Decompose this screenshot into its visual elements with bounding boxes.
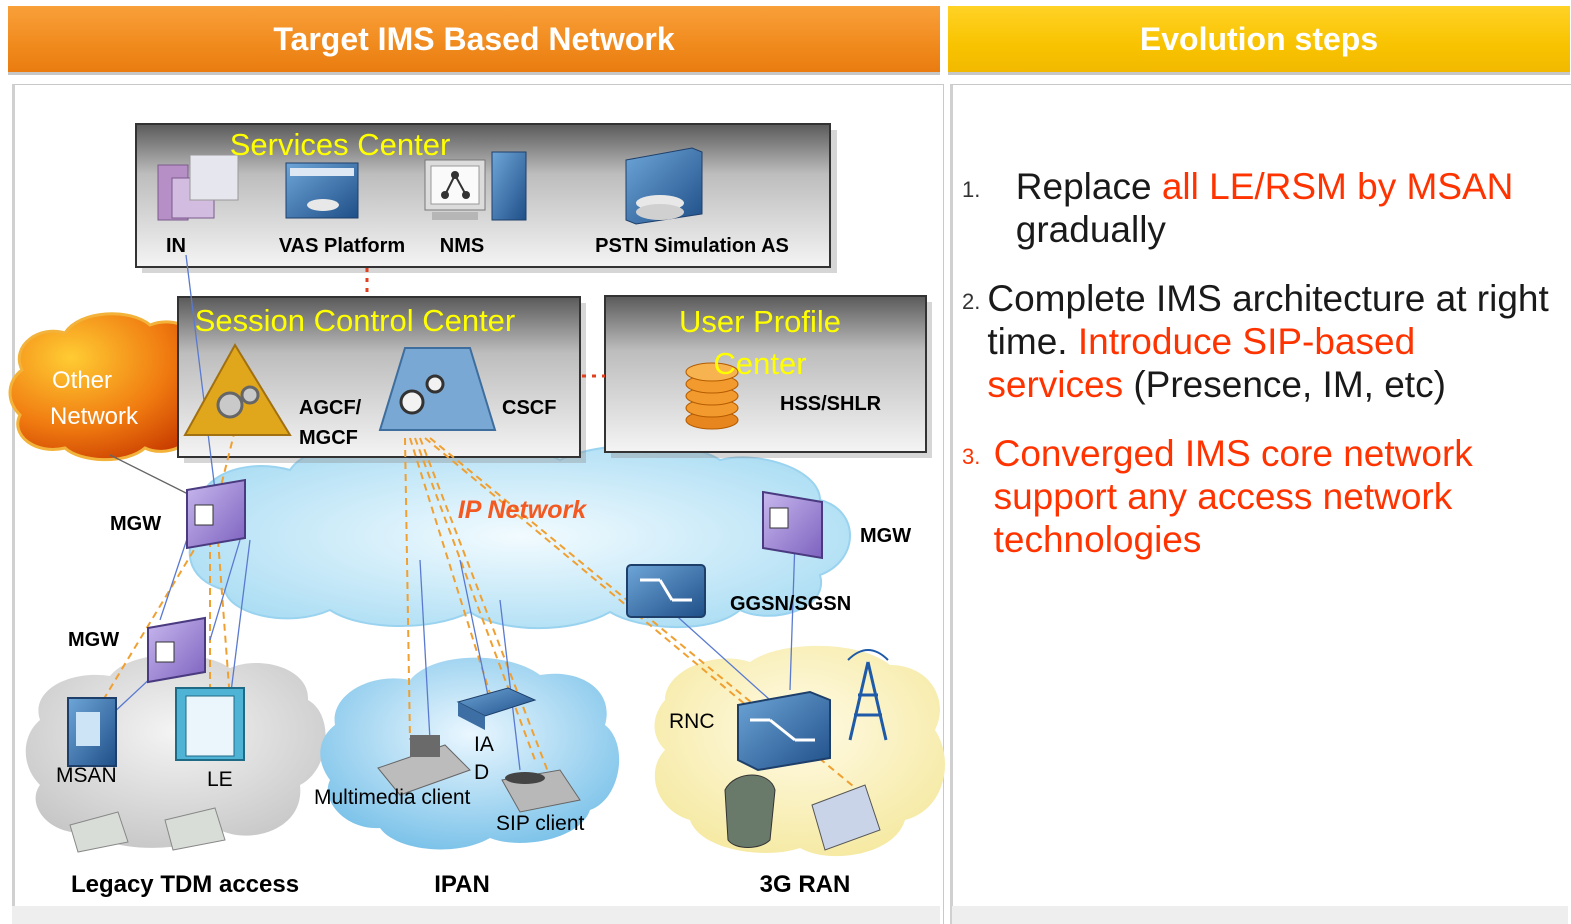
left-footer-band [12,906,940,924]
multimedia-client-label: Multimedia client [314,786,471,809]
step-2-text-part1: Complete IMS architecture at right time. [987,278,1549,362]
step-1-number: 1. [962,177,981,202]
step-3: 3. Converged IMS core network support an… [962,432,1552,561]
step-3-number: 3. [962,444,981,469]
step-1-text: Replace all LE/RSM by MSAN gradually [1016,165,1552,251]
antenna-tower-icon [847,649,889,741]
user-profile-center-box [604,295,932,458]
right-panel-header: Evolution steps [948,6,1570,75]
vas-platform-label: VAS Platform [279,235,405,257]
handset-2-icon [811,784,881,851]
rnc-label: RNC [669,710,715,733]
mgw-right-icon [762,490,823,560]
step-3-text: Converged IMS core network support any a… [993,433,1473,560]
handset-1-icon [724,774,776,848]
mgw-left-label: MGW [110,513,161,535]
step-2-text-part2: (Presence, IM, etc) [1123,364,1446,405]
steps-panel [950,84,1571,924]
ip-network-label: IP Network [458,496,587,524]
step-2-text: Complete IMS architecture at right time.… [987,277,1552,406]
left-panel-header: Target IMS Based Network [8,6,940,75]
evolution-steps-list: 1. Replace all LE/RSM by MSAN gradually … [962,165,1552,587]
step-2-highlight: Introduce SIP-based services [987,321,1416,405]
cscf-icon [378,347,497,431]
iad-label-line2: D [474,761,489,784]
pstn-simulation-as-label: PSTN Simulation AS [595,235,789,257]
cscf-label: CSCF [502,397,556,419]
step-2: 2. Complete IMS architecture at right ti… [962,277,1552,406]
step-1-text-part1: Replace [1015,166,1162,207]
mgcf-label: MGCF [299,427,358,449]
right-footer-band [952,906,1568,924]
user-profile-center-title-line2: Center [713,346,806,381]
left-header-title: Target IMS Based Network [273,20,675,57]
bearer-links [94,254,796,771]
3g-ran-label: 3G RAN [760,871,851,898]
agcf-mgcf-icon [183,343,292,436]
msan-label: MSAN [56,764,117,787]
le-icon [175,687,245,761]
user-profile-center-title-line1: User Profile [679,304,841,339]
services-center-title: Services Center [230,127,451,162]
right-header-title: Evolution steps [1139,20,1379,57]
step-1-highlight: all LE/RSM by MSAN [1161,166,1514,207]
session-control-center-title: Session Control Center [195,303,516,338]
step-2-number: 2. [962,289,981,314]
pstn-simulation-as-icon [625,147,703,225]
agcf-label: AGCF/ [299,397,362,419]
in-label: IN [166,235,186,257]
legacy-phone-2-icon [164,807,226,851]
other-network-label-line1: Other [52,367,112,394]
legacy-tdm-access-label: Legacy TDM access [71,871,299,898]
hss-shlr-icon [685,362,739,430]
step-1: 1. Replace all LE/RSM by MSAN gradually [962,165,1552,251]
ipan-label: IPAN [434,871,490,898]
le-label: LE [207,768,233,791]
step-1-text-part2: gradually [1015,209,1166,250]
nms-icon [424,151,527,221]
other-network-label-line2: Network [50,403,139,430]
iad-label-line1: IA [474,733,494,756]
mgw-lower-label: MGW [68,629,119,651]
iad-icon [456,687,537,730]
in-server-icon [157,154,239,221]
mgw-left-icon [186,478,246,550]
ggsn-sgsn-label: GGSN/SGSN [730,593,851,615]
sip-client-icon [501,769,581,813]
sip-client-label: SIP client [496,812,584,835]
mgw-right-label: MGW [860,525,911,547]
vas-platform-icon [285,162,359,219]
mgw-lower-icon [147,616,206,684]
ggsn-sgsn-icon [626,564,706,618]
legacy-phone-1-icon [69,811,129,853]
rnc-icon [737,690,831,772]
msan-icon [67,697,117,767]
ims-network-diagram: Services Center IN VAS Platform NMS PSTN… [8,123,945,898]
hss-shlr-label: HSS/SHLR [780,393,882,415]
multimedia-client-icon [377,735,471,796]
nms-label: NMS [440,235,484,257]
